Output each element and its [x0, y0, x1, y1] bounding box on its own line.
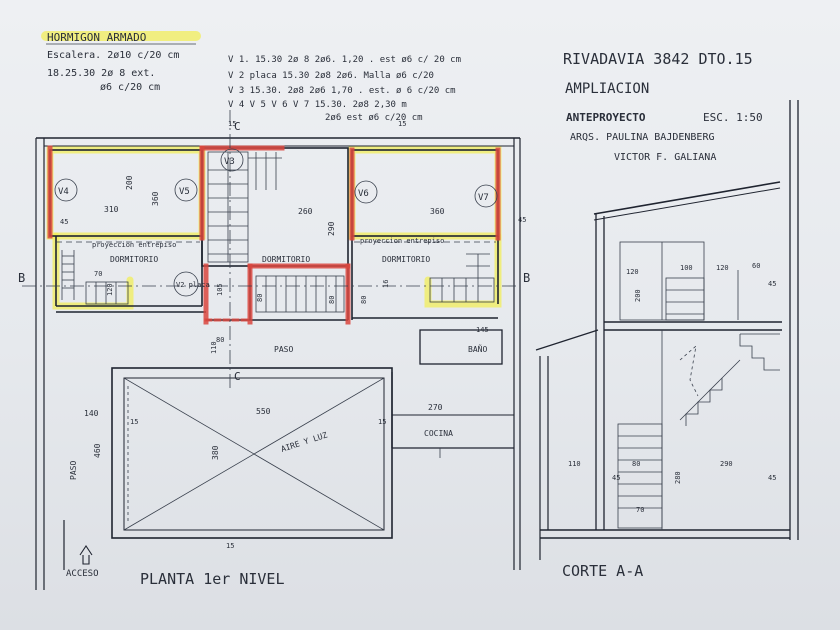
sec-dim-290: 290 — [720, 460, 733, 468]
sec-dim-45-a: 45 — [768, 280, 776, 288]
sec-dim-45-b: 45 — [768, 474, 776, 482]
dim-15-e: 15 — [398, 120, 406, 128]
note-line-8: 2ø6 est ø6 c/20 cm — [325, 113, 423, 123]
title-block: RIVADAVIA 3842 DTO.15 AMPLIACION ANTEPRO… — [563, 50, 763, 163]
room-aire-luz: AIRE Y LUZ — [280, 430, 329, 453]
sec-dim-120: 120 — [626, 268, 639, 276]
section-mark-b-left: B — [18, 271, 25, 285]
dim-120: 120 — [106, 283, 114, 296]
dim-80-b: 80 — [256, 294, 264, 302]
stair-right — [429, 253, 495, 303]
beam-v5: V5 — [179, 187, 190, 197]
scale-label: ESC. 1:50 — [703, 111, 763, 124]
dim-16: 16 — [382, 280, 390, 288]
beam-v4: V4 — [58, 187, 69, 197]
room-acceso: ACCESO — [66, 569, 99, 579]
room-cocina: COCINA — [424, 429, 453, 438]
dim-80-c: 80 — [328, 296, 336, 304]
plan-title: PLANTA 1er NIVEL — [140, 570, 285, 588]
dim-80: 80 — [216, 336, 224, 344]
room-dormitorio-mid: DORMITORIO — [262, 255, 310, 264]
dim-200: 200 — [125, 175, 134, 190]
dim-45-a: 45 — [60, 218, 68, 226]
projection-right: proyeccion entrepiso — [360, 237, 444, 245]
dim-550: 550 — [256, 407, 271, 416]
sec-dim-200: 200 — [634, 289, 642, 302]
dim-70: 70 — [94, 270, 102, 278]
projection-left: proyeccion entrepiso — [92, 241, 176, 249]
dim-310: 310 — [104, 205, 119, 214]
section-mark-b-right: B — [523, 271, 530, 285]
note-line-1: Escalera. 2ø10 c/20 cm — [47, 50, 179, 61]
stair-center — [207, 151, 345, 313]
section-mark-c-bottom: C — [234, 370, 241, 383]
dim-45-b: 45 — [518, 216, 526, 224]
notes-block: HORMIGON ARMADO Escalera. 2ø10 c/20 cm 1… — [41, 31, 461, 123]
sec-dim-70: 70 — [636, 506, 644, 514]
sec-dim-110: 110 — [568, 460, 581, 468]
room-dormitorio-right: DORMITORIO — [382, 255, 430, 264]
dim-145: 145 — [476, 326, 489, 334]
sec-dim-280: 280 — [674, 471, 682, 484]
sec-dim-45-c: 45 — [612, 474, 620, 482]
architects-line-2: VICTOR F. GALIANA — [614, 152, 716, 163]
dim-360-left: 360 — [151, 191, 160, 206]
dim-15-b: 15 — [378, 418, 386, 426]
room-dormitorio-left: DORMITORIO — [110, 255, 158, 264]
beam-v2-placa: V2 placa — [176, 281, 210, 289]
dim-15-c: 15 — [226, 542, 234, 550]
note-line-2: 18.25.30 2ø 8 ext. — [47, 68, 155, 79]
note-line-7: V 4 V 5 V 6 V 7 15.30. 2ø8 2,30 m — [228, 100, 407, 110]
dim-380: 380 — [211, 445, 220, 460]
dim-15-d: 15 — [228, 120, 236, 128]
dim-460: 460 — [93, 443, 102, 458]
dim-270: 270 — [428, 403, 443, 412]
dim-360-right: 360 — [430, 207, 445, 216]
sec-dim-100: 100 — [680, 264, 693, 272]
beam-v6: V6 — [358, 189, 369, 199]
dim-105: 105 — [216, 283, 224, 296]
note-line-5: V 2 placa 15.30 2ø8 2ø6. Malla ø6 c/20 — [228, 71, 434, 81]
dim-80-d: 80 — [360, 296, 368, 304]
dim-140: 140 — [84, 409, 99, 418]
project-title: AMPLIACION — [565, 81, 649, 97]
architects-line-1: ARQS. PAULINA BAJDENBERG — [570, 132, 715, 143]
notes-heading: HORMIGON ARMADO — [47, 31, 146, 44]
sec-dim-80: 80 — [632, 460, 640, 468]
dim-290: 290 — [327, 221, 336, 236]
stage-label: ANTEPROYECTO — [566, 111, 646, 124]
note-line-6: V 3 15.30. 2ø8 2ø6 1,70 . est. ø 6 c/20 … — [228, 86, 456, 96]
section-title: CORTE A-A — [562, 562, 643, 580]
section-aa: 120 100 120 60 200 280 110 290 45 45 45 … — [535, 100, 799, 580]
section-mark-c-top: C — [234, 120, 241, 133]
dim-15-a: 15 — [130, 418, 138, 426]
floor-plan: DORMITORIO DORMITORIO DORMITORIO PASO BA… — [18, 110, 530, 590]
beam-v7: V7 — [478, 193, 489, 203]
dim-110: 110 — [210, 341, 218, 354]
room-bano: BAÑO — [468, 344, 487, 354]
sec-dim-60: 60 — [752, 262, 760, 270]
dim-260: 260 — [298, 207, 313, 216]
beam-v3: V3 — [224, 157, 235, 167]
note-line-4: V 1. 15.30 2ø 8 2ø6. 1,20 . est ø6 c/ 20… — [228, 55, 461, 65]
note-line-3: ø6 c/20 cm — [100, 82, 160, 93]
sec-dim-120-b: 120 — [716, 264, 729, 272]
address-title: RIVADAVIA 3842 DTO.15 — [563, 50, 753, 68]
room-paso-side: PASO — [69, 461, 78, 480]
room-paso: PASO — [274, 345, 293, 354]
